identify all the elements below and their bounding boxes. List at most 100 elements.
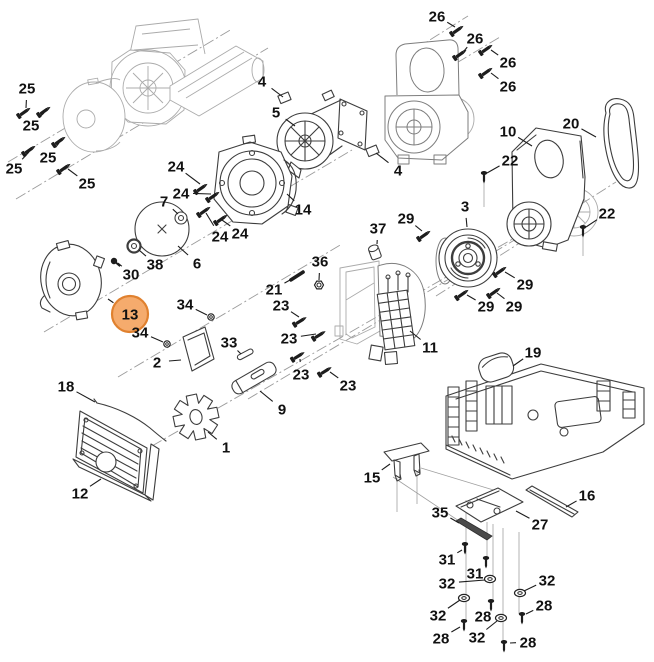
leader-line-1-44 [207,431,218,440]
highlight-circle-part-13[interactable] [110,294,150,334]
part-label-29[interactable]: 29 [398,211,415,228]
bracket-15 [383,442,430,482]
leader-line-4-9 [271,87,284,98]
part-label-26[interactable]: 26 [500,79,517,96]
part-label-34[interactable]: 34 [132,325,149,342]
leader-line-19-47 [512,358,524,367]
leader-line-25-2 [54,142,60,148]
part-label-31[interactable]: 31 [467,566,484,583]
part-label-23[interactable]: 23 [281,331,298,348]
part-label-25[interactable]: 25 [79,176,96,193]
part-label-1[interactable]: 1 [222,440,230,457]
part-label-28[interactable]: 28 [433,631,450,648]
leader-line-24-21 [221,219,231,227]
electric-motor [276,89,368,179]
highlight [110,294,150,334]
part-label-32[interactable]: 32 [439,576,456,593]
part-label-9[interactable]: 9 [278,402,286,419]
part-label-24[interactable]: 24 [212,229,229,246]
leader-line-4-11 [375,152,389,164]
part-label-25[interactable]: 25 [19,81,36,98]
leader-line-10-12 [517,136,533,147]
washer-glyph [513,588,527,598]
part-label-32[interactable]: 32 [539,573,556,590]
axis-line-6 [397,15,469,61]
part-label-20[interactable]: 20 [563,116,580,133]
part-label-32[interactable]: 32 [430,608,447,625]
leader-line-16-49 [565,500,577,508]
part-label-6[interactable]: 6 [193,256,201,273]
part-label-38[interactable]: 38 [147,257,164,274]
leader-line-13-26 [107,298,114,304]
part-label-30[interactable]: 30 [123,267,140,284]
leader-line-31-52 [457,549,463,554]
leader-line-24-19 [192,192,212,195]
part-label-26[interactable]: 26 [500,55,517,72]
part-label-23[interactable]: 23 [340,378,357,395]
leader-line-29-37 [496,292,505,300]
part-label-7[interactable]: 7 [160,194,168,211]
frame-10 [506,127,599,252]
part-label-22[interactable]: 22 [502,153,519,170]
part-label-26[interactable]: 26 [429,9,446,26]
leader-line-25-1 [39,112,45,118]
part-label-24[interactable]: 24 [173,186,190,203]
part-label-24[interactable]: 24 [168,159,185,176]
part-label-25[interactable]: 25 [40,150,57,167]
part-label-28[interactable]: 28 [520,635,537,652]
leader-line-14-17 [286,193,295,202]
nut-glyph [313,280,325,290]
part-label-13[interactable]: 13 [122,307,139,324]
bolt-glyph [460,619,468,632]
part-label-34[interactable]: 34 [177,297,194,314]
part-label-22[interactable]: 22 [599,206,616,223]
part-label-25[interactable]: 25 [23,118,40,135]
part-label-23[interactable]: 23 [293,367,310,384]
impeller-1 [172,393,220,441]
part-label-29[interactable]: 29 [506,299,523,316]
part-label-2[interactable]: 2 [153,355,161,372]
part-label-35[interactable]: 35 [432,505,449,522]
part-label-14[interactable]: 14 [295,202,312,219]
screw-glyph [449,25,464,38]
leader-line-38-24 [138,249,147,257]
washer-38 [126,238,142,254]
leader-line-35-51 [450,517,460,524]
part-label-32[interactable]: 32 [469,630,486,647]
part-label-24[interactable]: 24 [232,226,249,243]
part-label-18[interactable]: 18 [58,379,75,396]
leader-line-34-28 [150,336,164,343]
part-label-31[interactable]: 31 [439,552,456,569]
leader-line-18-45 [76,391,96,403]
part-label-36[interactable]: 36 [312,254,329,271]
part-label-21[interactable]: 21 [266,282,283,299]
part-label-5[interactable]: 5 [272,105,280,122]
screw-glyph [416,230,431,243]
part-label-15[interactable]: 15 [364,470,381,487]
part-label-27[interactable]: 27 [532,517,549,534]
leader-line-22-15 [585,219,598,228]
part-label-19[interactable]: 19 [525,345,542,362]
part-label-23[interactable]: 23 [273,298,290,315]
part-label-4[interactable]: 4 [394,163,403,180]
part-label-33[interactable]: 33 [221,335,238,352]
part-label-11[interactable]: 11 [422,340,438,357]
part-label-4[interactable]: 4 [258,74,267,91]
leader-line-29-36 [466,294,476,301]
part-label-29[interactable]: 29 [517,277,534,294]
part-label-29[interactable]: 29 [478,299,495,316]
part-label-16[interactable]: 16 [579,488,596,505]
part-label-25[interactable]: 25 [6,161,23,178]
part-label-12[interactable]: 12 [72,486,89,503]
part-label-3[interactable]: 3 [461,199,469,216]
leader-line-29-34 [414,225,423,232]
part-label-37[interactable]: 37 [370,221,387,238]
part-label-26[interactable]: 26 [467,31,484,48]
part-label-10[interactable]: 10 [500,124,517,141]
key-33 [236,348,254,361]
v-belt-20 [603,98,640,189]
part-label-28[interactable]: 28 [536,598,553,615]
screw-glyph [478,67,493,80]
bolt-glyph [482,556,490,569]
part-label-28[interactable]: 28 [475,609,492,626]
